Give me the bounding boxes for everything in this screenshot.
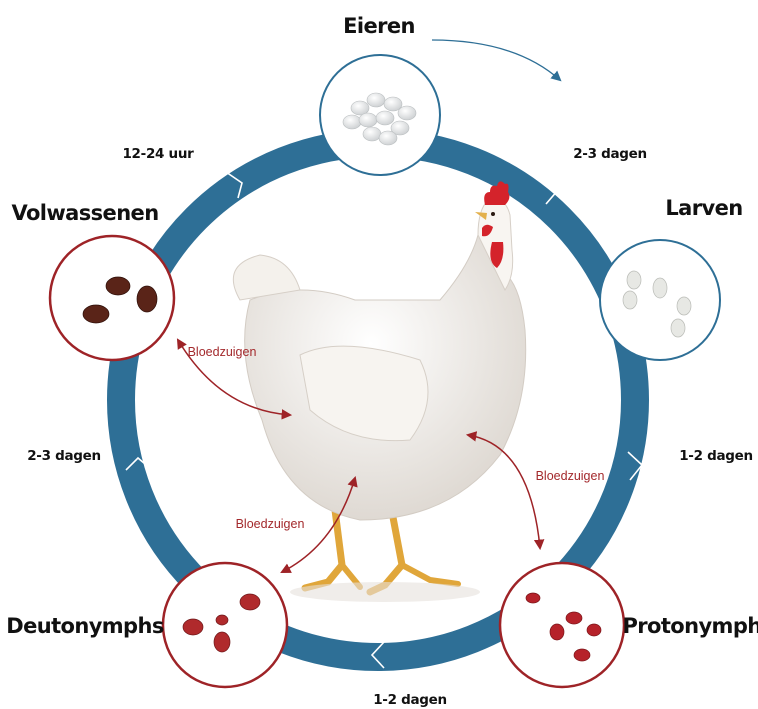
stage-protonymphs bbox=[500, 563, 624, 687]
duration-larvae-protonymphs: 1-2 dagen bbox=[679, 448, 753, 464]
label-larvae: Larven bbox=[665, 196, 742, 220]
label-adults: Volwassenen bbox=[11, 201, 158, 225]
feeding-label-adults: Bloedzuigen bbox=[188, 345, 257, 359]
feeding-label-deutonymphs: Bloedzuigen bbox=[236, 517, 305, 531]
stage-eggs bbox=[320, 55, 440, 175]
duration-deutonymphs-adults: 2-3 dagen bbox=[27, 448, 101, 464]
label-deutonymphs: Deutonymphs bbox=[6, 614, 164, 638]
label-eggs: Eieren bbox=[343, 14, 415, 38]
hen-illustration bbox=[233, 181, 525, 602]
duration-eggs-larvae: 2-3 dagen bbox=[573, 146, 647, 162]
stage-adults bbox=[50, 236, 174, 360]
duration-adults-eggs: 12-24 uur bbox=[122, 146, 194, 162]
feeding-label-protonymphs: Bloedzuigen bbox=[536, 469, 605, 483]
stage-deutonymphs bbox=[163, 563, 287, 687]
eggs-to-larvae-arrow bbox=[432, 40, 560, 80]
label-protonymphs: Protonymphs bbox=[622, 614, 758, 638]
stage-larvae bbox=[600, 240, 720, 360]
duration-protonymphs-deutonymphs: 1-2 dagen bbox=[373, 692, 447, 708]
